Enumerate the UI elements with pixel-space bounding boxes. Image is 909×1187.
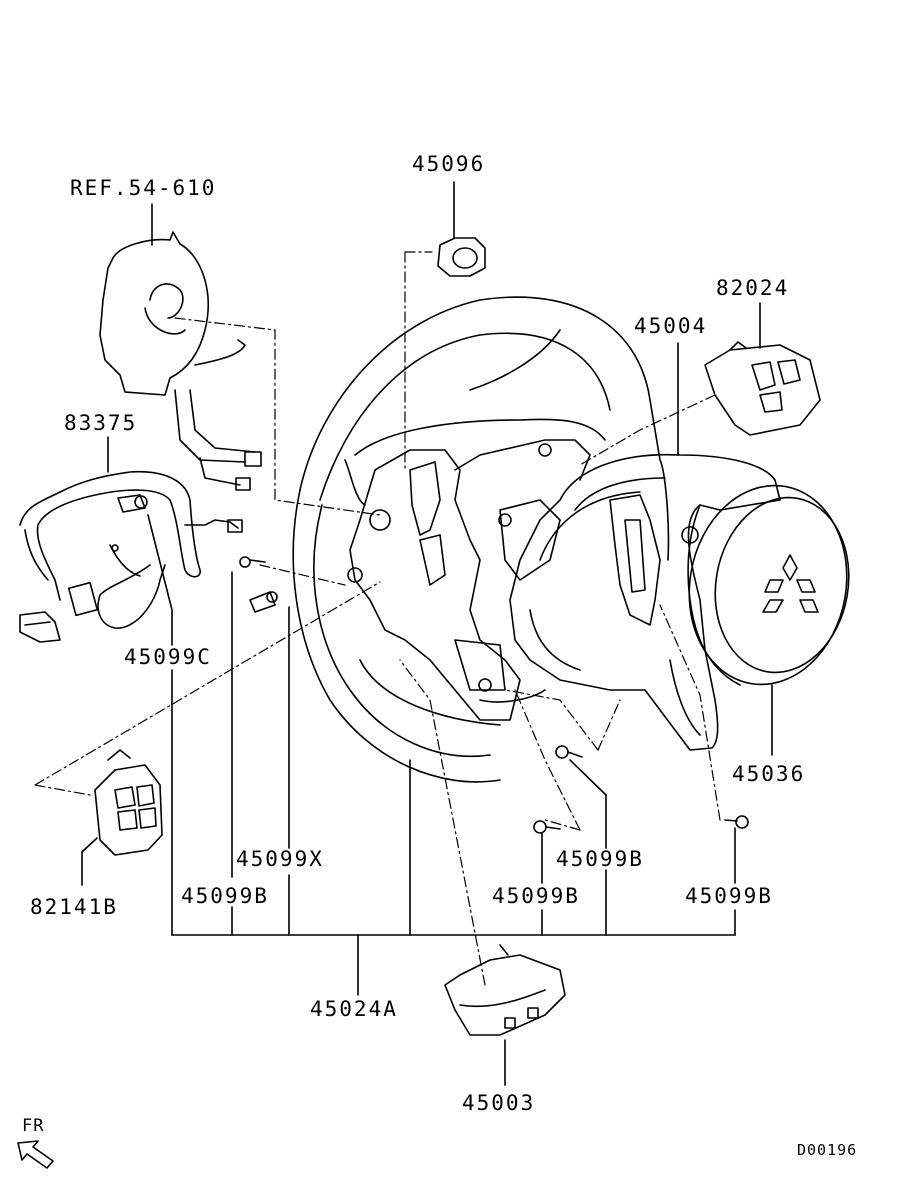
left-switch-part: [94, 749, 163, 856]
label-45099b-mid-right: 45099B: [556, 847, 644, 871]
label-45099x: 45099X: [236, 847, 324, 871]
label-82024: 82024: [716, 276, 790, 300]
screw-45099x: [249, 591, 278, 613]
label-82141b: 82141B: [30, 895, 118, 919]
label-45024a: 45024A: [310, 997, 398, 1021]
label-45004: 45004: [634, 314, 708, 338]
lower-cover-part: [444, 944, 566, 1036]
leader-lines: [81, 181, 773, 1086]
screw-45099b-lower: [533, 820, 561, 834]
airbag-module-part: [687, 484, 850, 686]
right-switch-part: [704, 341, 821, 436]
screw-45099b-center: [555, 745, 583, 759]
label-45003: 45003: [462, 1091, 536, 1115]
screw-45099c: [117, 494, 148, 513]
label-83375: 83375: [64, 411, 138, 435]
wheel-armature-part: [347, 439, 591, 721]
label-45099b-left: 45099B: [181, 884, 269, 908]
three-diamond-emblem-icon: [762, 554, 819, 613]
steering-cover-part: [509, 453, 781, 751]
label-45036: 45036: [732, 762, 806, 786]
label-45096: 45096: [412, 152, 486, 176]
wire-harness-part: [19, 470, 243, 643]
label-45099c: 45099C: [124, 645, 212, 669]
label-45099b-right: 45099B: [685, 884, 773, 908]
label-ref-54-610: REF.54-610: [70, 176, 217, 200]
alignment-lines: [34, 251, 721, 986]
diagram-code: D00196: [797, 1141, 858, 1159]
nut-part: [437, 237, 486, 277]
screw-45099b-left: [239, 556, 266, 568]
clock-spring-part: [99, 231, 262, 491]
screw-45099b-right: [724, 815, 749, 829]
label-45099b-mid: 45099B: [492, 884, 580, 908]
label-fr: FR: [22, 1116, 45, 1136]
front-direction-arrow-icon: [17, 1140, 54, 1169]
steering-wheel-part: [292, 296, 670, 783]
